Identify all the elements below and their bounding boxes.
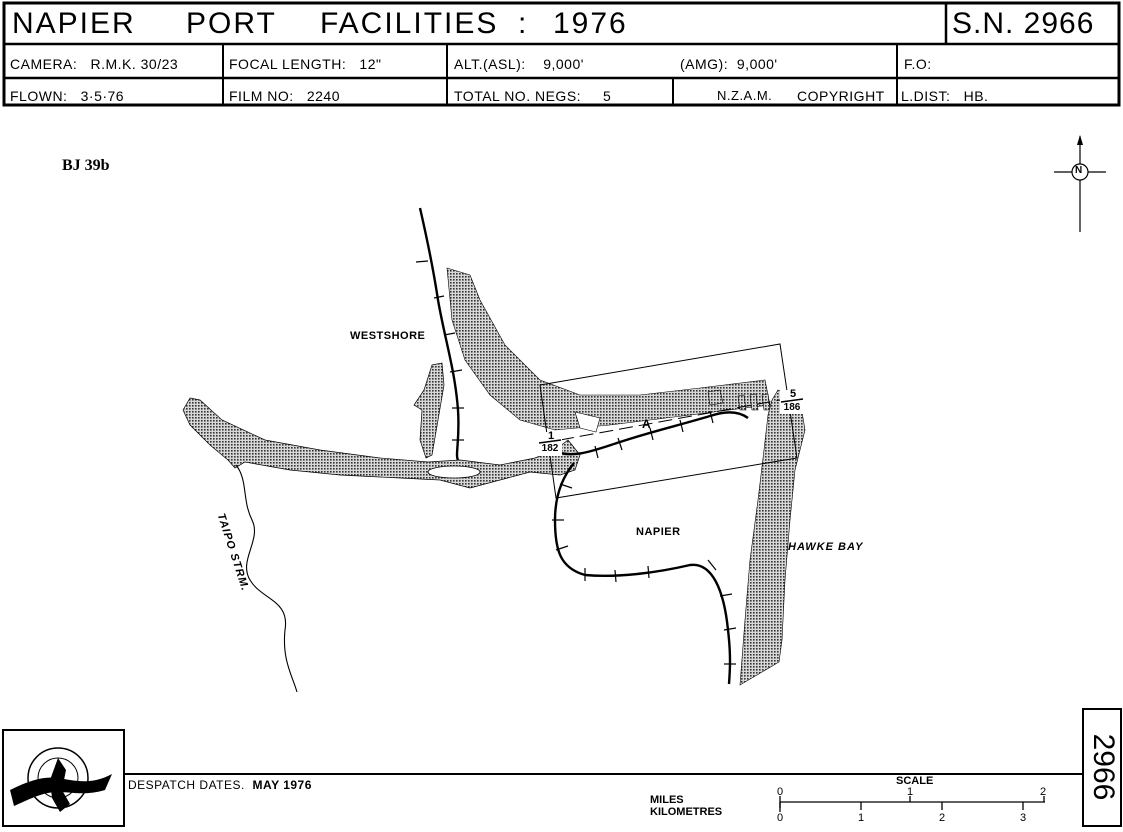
railway-ticks: [415, 260, 737, 665]
title-word-3: FACILITIES: [320, 7, 499, 40]
title-colon: :: [518, 7, 529, 40]
ldist-field: L.DIST: HB.: [901, 88, 988, 104]
km-tick-1: 1: [858, 812, 865, 824]
label-hawke-bay: HAWKE BAY: [788, 541, 864, 553]
flown-label: FLOWN:: [10, 88, 68, 104]
amg-value: 9,000': [736, 56, 778, 72]
amg-label: (AMG):: [680, 56, 729, 72]
km-tick-2: 2: [939, 812, 946, 824]
film-field: FILM NO: 2240: [229, 88, 340, 104]
title-year: 1976: [553, 7, 628, 40]
negs-value: 5: [603, 88, 612, 104]
negs-field: TOTAL NO. NEGS: 5: [454, 88, 611, 104]
scale-bar: [779, 796, 1045, 812]
sheet-id: BJ 39b: [62, 157, 110, 174]
label-westshore: WESTSHORE: [350, 330, 426, 342]
sheet-number: S.N. 2966: [952, 7, 1095, 40]
port-breakwater: [707, 389, 771, 411]
alt-asl-field: ALT.(ASL): 9,000': [454, 56, 584, 72]
copyright-label: COPYRIGHT: [797, 88, 885, 104]
alt-asl-value: 9,000': [543, 56, 584, 72]
km-tick-0: 0: [777, 812, 784, 824]
despatch-label: DESPATCH DATES.: [128, 778, 245, 792]
mile-tick-2: 2: [1040, 786, 1047, 798]
km-tick-3: 3: [1020, 812, 1027, 824]
flight-line: [559, 399, 781, 441]
focal-value: 12": [359, 56, 382, 72]
camera-field: CAMERA: R.M.K. 30/23: [10, 56, 178, 72]
film-label: FILM NO:: [229, 88, 294, 104]
kilometres-label: KILOMETRES: [650, 806, 723, 818]
ldist-value: HB.: [963, 88, 989, 104]
nzam-label: N.Z.A.M.: [717, 88, 773, 103]
photo-first-num: 1: [547, 430, 555, 442]
photo-last-den: 186: [783, 402, 801, 413]
label-run-a: A: [642, 417, 651, 431]
film-value: 2240: [306, 88, 340, 104]
title-word-1: NAPIER: [12, 7, 136, 40]
logo-frame: [2, 729, 125, 827]
photo-marker-first: [538, 432, 562, 456]
ahuriri-estuary: [182, 397, 581, 489]
taipo-stream: [235, 464, 298, 693]
hawke-bay-coast: [739, 389, 806, 686]
photo-coverage-frame: [539, 343, 798, 499]
camera-value: R.M.K. 30/23: [90, 56, 179, 72]
despatch-field: DESPATCH DATES. MAY 1976: [128, 778, 312, 792]
nz-aerial-mapping-logo: [10, 747, 112, 812]
alt-asl-label: ALT.(ASL):: [454, 56, 526, 72]
negs-label: TOTAL NO. NEGS:: [454, 88, 582, 104]
mile-tick-1: 1: [907, 786, 914, 798]
north-arrow-icon: [1054, 135, 1106, 232]
vertical-sheet-number: 2966: [1087, 733, 1120, 801]
vertical-number-frame: [1082, 708, 1122, 827]
photo-last-num: 5: [789, 388, 797, 400]
amg-field: (AMG): 9,000': [680, 56, 778, 72]
estuary-island: [427, 465, 481, 479]
scale-title: SCALE: [896, 775, 934, 787]
header-frame: [2, 1, 1121, 107]
photo-marker-last: [780, 390, 804, 414]
focal-field: FOCAL LENGTH: 12": [229, 56, 381, 72]
ldist-label: L.DIST:: [901, 88, 951, 104]
fo-label: F.O:: [904, 56, 932, 72]
estuary-inlet: [413, 362, 445, 459]
title-word-2: PORT: [186, 7, 277, 40]
port-basin: [574, 411, 601, 433]
flown-value: 3·5·76: [80, 88, 125, 104]
label-napier: NAPIER: [636, 526, 681, 538]
focal-label: FOCAL LENGTH:: [229, 56, 347, 72]
despatch-value: MAY 1976: [252, 778, 312, 792]
miles-label: MILES: [650, 794, 684, 806]
camera-label: CAMERA:: [10, 56, 78, 72]
westshore-beach: [446, 267, 771, 431]
mile-tick-0: 0: [777, 786, 784, 798]
photo-first-den: 182: [541, 443, 559, 454]
north-label: N: [1075, 165, 1083, 176]
flown-field: FLOWN: 3·5·76: [10, 88, 124, 104]
